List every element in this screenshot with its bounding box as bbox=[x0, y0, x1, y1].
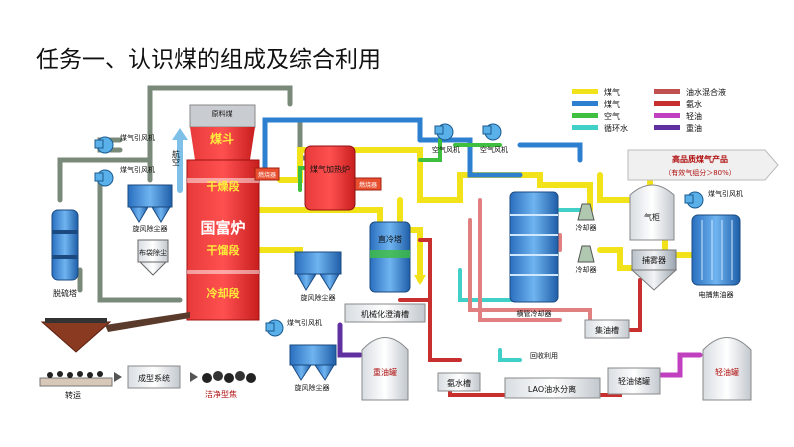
direct-cooler-label: 直冷塔 bbox=[378, 234, 402, 244]
ammonia-tank-label: 氨水槽 bbox=[447, 378, 471, 388]
oil-sump bbox=[584, 319, 630, 339]
dist-section-label: 干馏段 bbox=[207, 243, 240, 257]
legend-label: 循环水 bbox=[604, 123, 628, 133]
gas-heater bbox=[304, 145, 356, 211]
gas-fan-4-label: 煤气引风机 bbox=[708, 189, 743, 198]
dry-section-label: 干燥段 bbox=[207, 179, 240, 193]
heavy-oil-tank-label: 重油罐 bbox=[373, 367, 397, 377]
gas-fan-1-label: 煤气引风机 bbox=[120, 133, 155, 142]
bag-filter bbox=[137, 239, 169, 276]
legend-swatch bbox=[654, 101, 680, 106]
burner-1-label: 燃烧器 bbox=[258, 171, 276, 179]
legend-label: 氨水 bbox=[686, 99, 702, 109]
gas-fan-1 bbox=[94, 136, 114, 154]
burner-1 bbox=[254, 167, 280, 181]
cyclone-dust-collector-3 bbox=[289, 344, 337, 381]
sump-label: 集油槽 bbox=[595, 325, 619, 335]
mech-tank-label: 机械化澄清槽 bbox=[361, 309, 409, 319]
gas-heater-label: 煤气加热炉 bbox=[310, 164, 350, 174]
legend-label: 煤气 bbox=[604, 87, 620, 97]
catcher-label: 捕雾器 bbox=[642, 255, 666, 265]
reuse-label: 回收利用 bbox=[530, 351, 558, 360]
transfer-label: 转运 bbox=[65, 390, 81, 400]
product-arrow bbox=[627, 149, 779, 181]
legend-swatch bbox=[572, 125, 598, 130]
light-oil-tank-label: 轻油储罐 bbox=[618, 376, 650, 386]
legend-label: 油水混合液 bbox=[686, 87, 726, 97]
cyclone-dust-collector-2 bbox=[294, 251, 342, 291]
molding-label: 成型系统 bbox=[138, 373, 170, 383]
national-rich-furnace bbox=[186, 104, 260, 321]
cyclone-3-label: 旋风除尘器 bbox=[295, 383, 330, 392]
heavy-oil-tank bbox=[361, 337, 409, 401]
cool-section-label: 冷却段 bbox=[207, 286, 240, 300]
coal-bucket-label: 煤斗 bbox=[210, 131, 234, 146]
air-fan-2-label: 空气风机 bbox=[480, 145, 508, 154]
pipes bbox=[57, 85, 703, 397]
mist-catcher bbox=[630, 249, 678, 291]
gas-fan-3-label: 煤气引风机 bbox=[287, 318, 322, 327]
legend-swatch bbox=[654, 125, 680, 130]
air-inlet-label: 航空 bbox=[172, 149, 181, 166]
page-title: 任务一、认识煤的组成及综合利用 bbox=[36, 47, 381, 73]
light-oil-tank-right bbox=[702, 337, 752, 401]
product-line-2: （有效气组分＞80%） bbox=[664, 168, 736, 177]
mechanical-clarifier bbox=[344, 303, 426, 323]
legend-swatch bbox=[572, 89, 598, 94]
cooler-1-label: 冷却器 bbox=[576, 223, 597, 232]
legend-label: 轻油 bbox=[686, 111, 702, 121]
gas-holder bbox=[629, 184, 675, 241]
burner-2-label: 燃烧器 bbox=[359, 181, 377, 189]
legend-swatch bbox=[654, 113, 680, 118]
tube-cooler-label: 横管冷却器 bbox=[517, 309, 552, 318]
desulf-label: 脱硫塔 bbox=[53, 288, 77, 298]
desulfurization-tower bbox=[51, 209, 79, 281]
horizontal-tube-cooler bbox=[509, 191, 559, 303]
air-fan-1 bbox=[434, 123, 454, 141]
clean-coke-label: 洁净型焦 bbox=[205, 389, 237, 399]
direct-cooling-tower bbox=[369, 221, 411, 293]
cyclone-dust-collector-1 bbox=[127, 184, 173, 223]
gas-fan-2 bbox=[94, 169, 114, 187]
legend-label: 空气 bbox=[604, 111, 620, 121]
cooler-2-label: 冷却器 bbox=[576, 265, 597, 274]
lao-tank-label: LAO油水分离 bbox=[528, 384, 576, 394]
product-line-1: 高品质煤气产品 bbox=[672, 154, 728, 164]
cooler-1 bbox=[577, 203, 595, 221]
ammonia-water-tank bbox=[437, 372, 481, 392]
legend-swatch bbox=[572, 113, 598, 118]
air-fan-1-label: 空气风机 bbox=[432, 145, 460, 154]
legend-swatch bbox=[572, 101, 598, 106]
gas-fan-2-label: 煤气引风机 bbox=[120, 165, 155, 174]
gas-fan-4 bbox=[684, 191, 704, 209]
cyclone-2-label: 旋风除尘器 bbox=[301, 293, 336, 302]
cooler-2 bbox=[577, 245, 595, 263]
lao-separator bbox=[504, 377, 601, 399]
electric-tar-catcher bbox=[691, 214, 741, 286]
air-fan-2 bbox=[482, 123, 502, 141]
legend-label: 重油 bbox=[686, 123, 702, 133]
furnace-label: 国富炉 bbox=[200, 219, 245, 237]
raw-coal-label: 原料煤 bbox=[212, 109, 233, 118]
oil-tank3-label: 轻油罐 bbox=[715, 367, 739, 377]
legend-swatch bbox=[654, 89, 680, 94]
esp-label: 电捕焦油器 bbox=[699, 290, 734, 299]
molding-system-box bbox=[127, 365, 181, 389]
coal-pile bbox=[39, 312, 190, 387]
cyclone-1-label: 旋风除尘器 bbox=[133, 224, 168, 233]
clean-coke-pile bbox=[202, 371, 256, 383]
bag-filter-label: 布袋除尘 bbox=[139, 248, 167, 257]
gas-fan-3 bbox=[265, 319, 284, 337]
light-oil-storage bbox=[607, 367, 661, 395]
gas-holder-label: 气柜 bbox=[644, 212, 660, 222]
legend-label: 煤气 bbox=[604, 99, 620, 109]
